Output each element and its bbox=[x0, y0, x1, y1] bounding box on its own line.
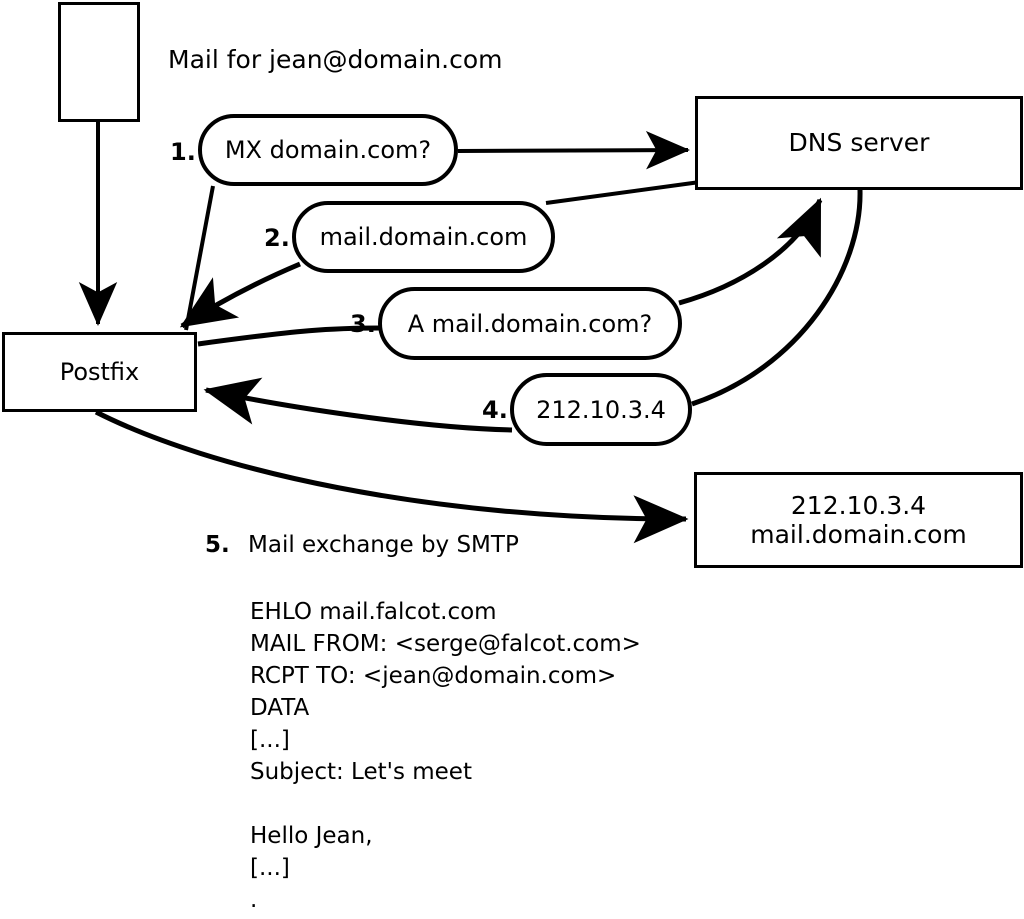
smtp-transcript-line: . bbox=[250, 887, 258, 913]
target-server-box: 212.10.3.4 mail.domain.com bbox=[694, 472, 1023, 568]
step-5-caption: Mail exchange by SMTP bbox=[248, 532, 519, 558]
smtp-transcript-line bbox=[250, 788, 641, 820]
smtp-transcript-line: EHLO mail.falcot.com bbox=[250, 599, 497, 625]
step-1-number: 1. bbox=[170, 138, 196, 166]
step-5-number: 5. bbox=[205, 532, 230, 558]
smtp-transcript-line: RCPT TO: <jean@domain.com> bbox=[250, 663, 617, 689]
step-3-number: 3. bbox=[350, 310, 376, 338]
smtp-transcript-line: Subject: Let's meet bbox=[250, 759, 472, 785]
step-4-bubble-label: 212.10.3.4 bbox=[536, 395, 666, 424]
step-4-number: 4. bbox=[482, 396, 508, 424]
postfix-label: Postfix bbox=[59, 357, 140, 386]
smtp-transcript-line: Hello Jean, bbox=[250, 823, 373, 849]
smtp-transcript-line: DATA bbox=[250, 695, 310, 721]
step-1-bubble: MX domain.com? bbox=[198, 114, 458, 186]
step-2-bubble-label: mail.domain.com bbox=[319, 223, 528, 251]
connector-dns-to-step2 bbox=[545, 180, 701, 205]
connector-dns-to-step4 bbox=[691, 189, 863, 407]
dns-server-box: DNS server bbox=[695, 96, 1023, 190]
postfix-box: Postfix bbox=[2, 332, 197, 412]
smtp-transcript-line: MAIL FROM: <serge@falcot.com> bbox=[250, 631, 641, 657]
target-server-ip: 212.10.3.4 bbox=[790, 490, 927, 520]
step-2-number: 2. bbox=[264, 224, 290, 252]
step-2-bubble: mail.domain.com bbox=[292, 201, 555, 273]
connector-step2-to-postfix bbox=[179, 261, 301, 329]
connector-step1-to-dns bbox=[457, 130, 690, 170]
step-3-bubble-label: A mail.domain.com? bbox=[407, 309, 653, 338]
mail-for-note: Mail for jean@domain.com bbox=[168, 45, 503, 74]
smtp-transcript-line: [...] bbox=[250, 727, 290, 753]
target-server-host: mail.domain.com bbox=[750, 520, 967, 549]
mail-client-box bbox=[58, 2, 140, 122]
step-1-bubble-label: MX domain.com? bbox=[224, 136, 432, 164]
smtp-transcript-line: [...] bbox=[250, 855, 290, 881]
dns-server-label: DNS server bbox=[788, 128, 930, 158]
connector-step1-tail bbox=[184, 185, 215, 331]
connector-step4-to-postfix bbox=[203, 377, 513, 433]
connector-step3-to-dns bbox=[678, 197, 823, 306]
step-4-bubble: 212.10.3.4 bbox=[510, 373, 692, 446]
step-3-bubble: A mail.domain.com? bbox=[378, 287, 682, 360]
